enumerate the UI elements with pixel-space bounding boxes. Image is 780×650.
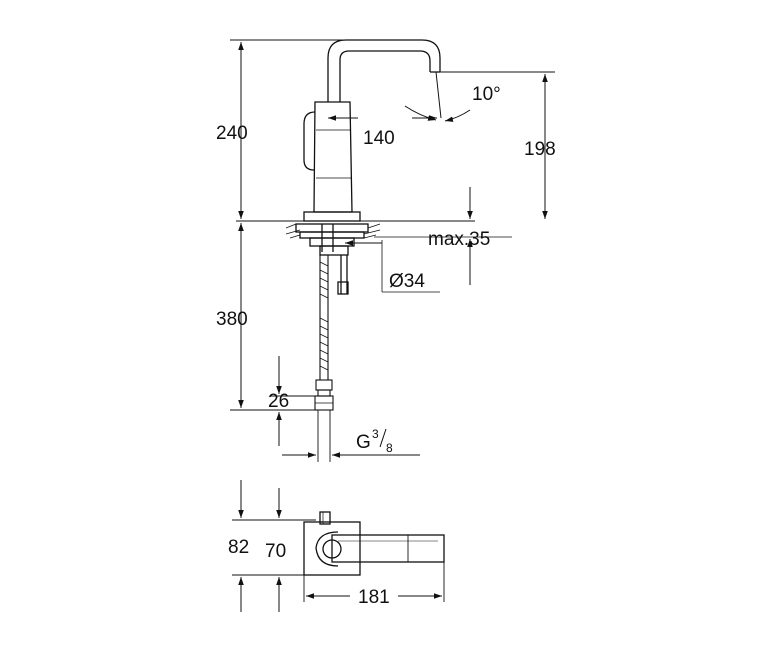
- dimension-lines: [230, 39, 555, 458]
- mounting-nut: [295, 223, 369, 233]
- dim-spout-height: 198: [524, 139, 556, 160]
- dim-spout-angle: 10°: [472, 84, 501, 105]
- faucet-side-view: [236, 39, 475, 295]
- dim-hole-diameter: Ø34: [389, 271, 425, 292]
- spout-inner-outline: [339, 50, 431, 102]
- spout-outline: [327, 39, 441, 102]
- plan-base: [303, 521, 361, 576]
- dim-plan-depth-inner: 70: [265, 541, 286, 562]
- dim-plan-length: 181: [358, 587, 390, 608]
- dim-thread-sub: 8: [386, 441, 393, 455]
- dim-spout-reach: 140: [363, 128, 395, 149]
- plan-handle: [315, 531, 339, 567]
- dim-thread-sup: 3: [372, 427, 379, 441]
- faucet-plan-view: [303, 511, 445, 576]
- dim-max-deck: max.35: [428, 229, 490, 250]
- dim-height-total: 240: [216, 123, 248, 144]
- dim-thread: G 3 8: [356, 427, 393, 455]
- dim-hose-length: 380: [216, 309, 248, 330]
- plan-dimension-lines: [232, 480, 445, 612]
- base-plate: [303, 211, 361, 222]
- hose-connector: [315, 379, 333, 391]
- dim-plan-depth-outer: 82: [228, 537, 249, 558]
- dim-thread-main: G: [356, 432, 371, 453]
- dim-connector: 26: [268, 391, 289, 412]
- supply-hose: [314, 255, 334, 462]
- deck-hatching: [285, 223, 381, 239]
- plan-spout: [331, 534, 445, 563]
